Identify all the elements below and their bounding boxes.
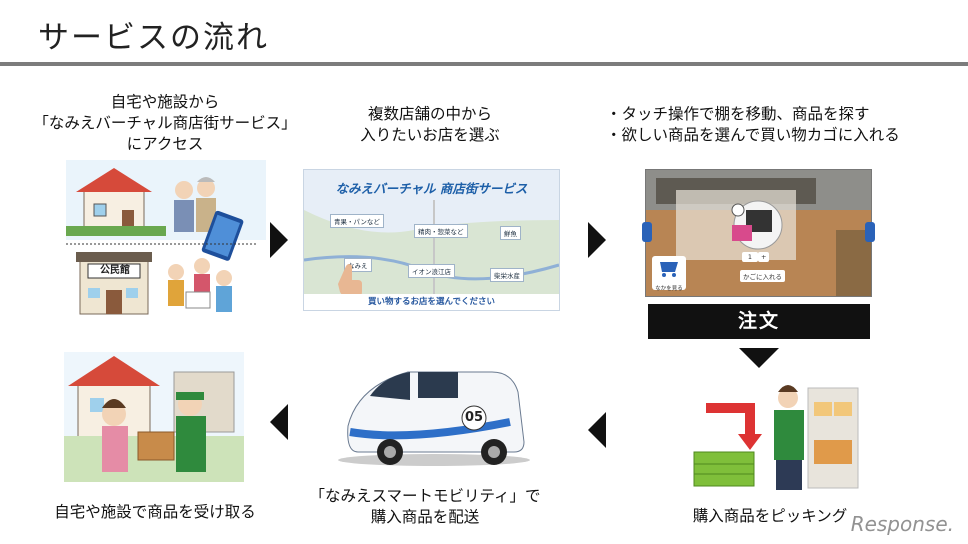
quantity-plus-button[interactable]: + bbox=[758, 252, 770, 262]
step-2-line-2: 入りたいお店を選ぶ bbox=[360, 126, 500, 144]
flow-arrow-3-icon bbox=[588, 412, 606, 448]
step-4-line-1: 購入商品をピッキング bbox=[692, 507, 848, 525]
page-title: サービスの流れ bbox=[38, 20, 269, 56]
step-5-line-2: 購入商品を配送 bbox=[370, 508, 480, 526]
shop-pin-produce[interactable]: 青果・パンなど bbox=[330, 214, 384, 228]
step-1-caption: 自宅や施設から 「なみえバーチャル商店街サービス」 にアクセス bbox=[30, 92, 300, 155]
home-and-hall-icon bbox=[66, 160, 266, 315]
delivery-van-icon bbox=[338, 371, 530, 466]
shop-selection-screen: なみえバーチャル 商店街サービス 青果・パンなど 精肉・惣菜など 鮮魚 なみえ … bbox=[303, 169, 560, 311]
parcel-handover-icon bbox=[64, 352, 244, 482]
cart-button[interactable]: なかを見る bbox=[652, 256, 686, 292]
step-3-caption: ・タッチ操作で棚を移動、商品を探す ・欲しい商品を選んで買い物カゴに入れる bbox=[606, 104, 946, 146]
flow-arrow-2-icon bbox=[588, 222, 606, 258]
step-5-caption: 「なみえスマートモビリティ」で 購入商品を配送 bbox=[305, 486, 545, 528]
shop-banner: なみえバーチャル 商店街サービス bbox=[335, 181, 528, 196]
flow-arrow-1-icon bbox=[270, 222, 288, 258]
step-1-line-2: 「なみえバーチャル商店街サービス」 bbox=[33, 114, 297, 132]
flow-arrow-down-icon bbox=[739, 348, 779, 368]
step-3-line-1: ・タッチ操作で棚を移動、商品を探す bbox=[606, 105, 870, 123]
access-illustration: 公民館 bbox=[66, 160, 266, 318]
step-6-caption: 自宅や施設で商品を受け取る bbox=[30, 502, 280, 523]
shop-pin-fish[interactable]: 鮮魚 bbox=[500, 226, 521, 240]
picking-worker-icon bbox=[693, 385, 859, 490]
add-to-basket-button[interactable]: かごに入れる bbox=[740, 270, 785, 282]
step-4-caption: 購入商品をピッキング bbox=[670, 506, 870, 527]
step-1-line-1: 自宅や施設から bbox=[110, 93, 220, 111]
step-6-line-1: 自宅や施設で商品を受け取る bbox=[54, 503, 256, 521]
flow-arrow-4-icon bbox=[270, 404, 288, 440]
cart-label: なかを見る bbox=[655, 286, 683, 292]
van-number: 05 bbox=[464, 410, 484, 425]
title-divider bbox=[0, 62, 968, 66]
shop-pin-shibaei[interactable]: 柴栄水産 bbox=[490, 268, 524, 282]
quantity-value: 1 bbox=[742, 252, 758, 262]
picking-illustration bbox=[690, 378, 868, 498]
shopping-cart-icon bbox=[660, 262, 678, 277]
shop-pin-meat[interactable]: 精肉・惣菜など bbox=[414, 224, 468, 238]
step-5-line-1: 「なみえスマートモビリティ」で bbox=[309, 487, 541, 505]
step-2-caption: 複数店舗の中から 入りたいお店を選ぶ bbox=[330, 104, 530, 146]
community-hall-sign: 公民館 bbox=[100, 265, 130, 276]
shop-pin-aeon[interactable]: イオン浪江店 bbox=[408, 264, 455, 278]
step-1-line-3: にアクセス bbox=[126, 135, 204, 153]
step-3-line-2: ・欲しい商品を選んで買い物カゴに入れる bbox=[606, 126, 900, 144]
shop-footer: 買い物するお店を選んでください bbox=[304, 294, 559, 310]
store-shelf-screen: なかを見る 1 + かごに入れる bbox=[642, 169, 875, 297]
prev-shelf-button[interactable] bbox=[642, 222, 652, 242]
receiving-illustration bbox=[64, 352, 244, 482]
order-banner: 注文 bbox=[648, 304, 870, 339]
step-2-line-1: 複数店舗の中から bbox=[367, 105, 492, 123]
delivery-van-photo: 05 bbox=[330, 356, 535, 468]
response-watermark: Response. bbox=[850, 512, 954, 536]
next-shelf-button[interactable] bbox=[865, 222, 875, 242]
pointing-hand-icon bbox=[338, 264, 362, 296]
